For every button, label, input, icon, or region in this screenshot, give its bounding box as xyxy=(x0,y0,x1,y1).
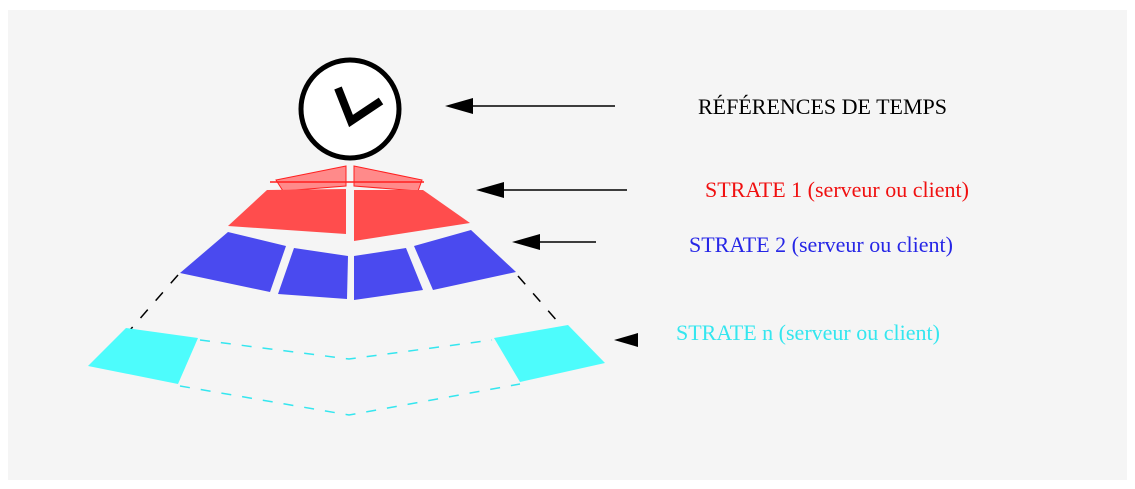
stratum2-arrow xyxy=(512,234,596,250)
stratum2-label: STRATE 2 (serveur ou client) xyxy=(689,232,953,257)
clock-icon xyxy=(298,57,402,161)
stratum2-segment-3 xyxy=(354,248,423,300)
stratum1-top-left-segment xyxy=(275,165,347,192)
stratum2-segment-4 xyxy=(414,230,516,290)
diagram-canvas: RÉFÉRENCES DE TEMPS STRATE 1 (serveur ou… xyxy=(8,10,1127,480)
stratumN-right-segment xyxy=(494,325,605,382)
stratum2-segment-2 xyxy=(278,248,348,299)
stratum1-label: STRATE 1 (serveur ou client) xyxy=(705,177,969,202)
ntp-stratum-diagram: RÉFÉRENCES DE TEMPS STRATE 1 (serveur ou… xyxy=(8,10,1127,480)
stratumN-arrow xyxy=(614,333,638,347)
stratumN-layer xyxy=(88,325,605,416)
stratumN-left-segment xyxy=(88,328,198,384)
stratum1-arrow xyxy=(476,182,627,198)
stratum2-layer xyxy=(180,230,516,300)
stratumN-label: STRATE n (serveur ou client) xyxy=(676,320,940,345)
stratum1-right-segment xyxy=(354,190,470,241)
stratumN-dashed-outline xyxy=(179,339,521,416)
stratum1-layer xyxy=(228,165,470,241)
stratum2-segment-1 xyxy=(180,232,286,292)
stratum1-left-segment xyxy=(228,189,346,234)
stratum-gap-dashed-lines xyxy=(129,274,559,331)
reference-arrow xyxy=(445,98,615,114)
reference-label: RÉFÉRENCES DE TEMPS xyxy=(698,94,947,119)
diagram-background xyxy=(8,10,1127,480)
